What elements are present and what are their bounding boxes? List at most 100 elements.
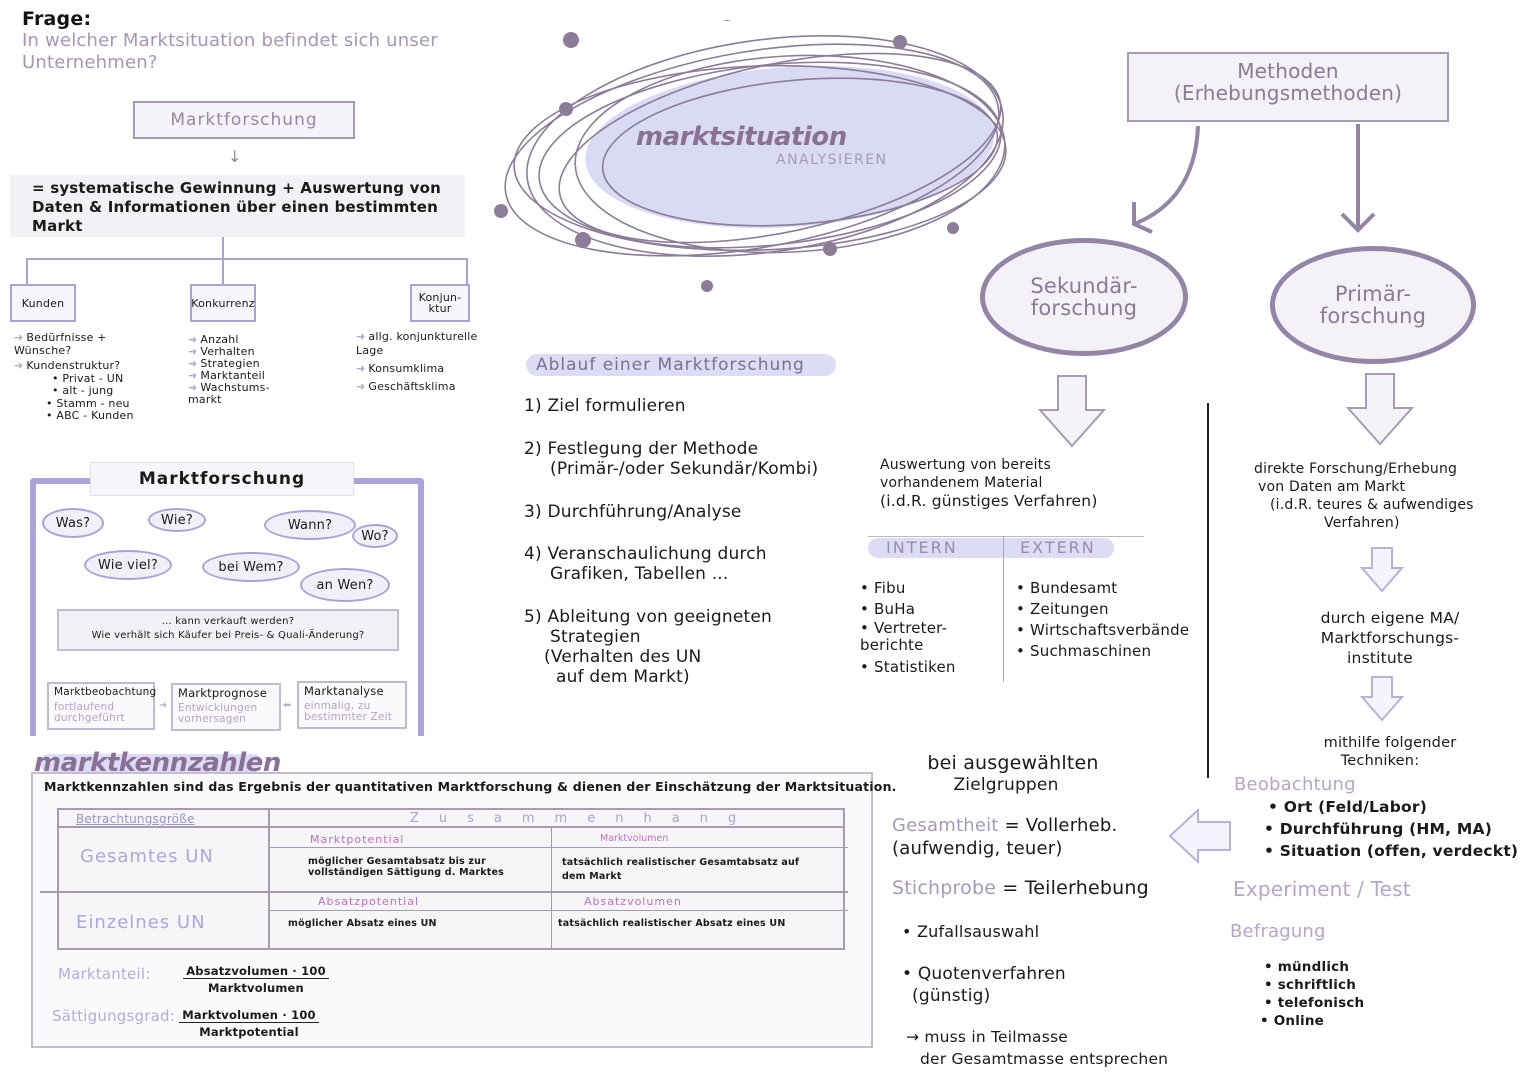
question-bubble: bei Wem? (202, 552, 300, 582)
arrow-right-icon: ➜ (159, 700, 168, 711)
intern-list: • Fibu • BuHa • Vertreter-berichte • Sta… (860, 578, 980, 678)
block-arrow-down-icon (1360, 547, 1404, 593)
vertical-divider (1207, 403, 1209, 778)
befragung-heading: Befragung (1230, 921, 1326, 942)
list-item: • alt - jung (52, 384, 114, 397)
table-line (268, 808, 270, 950)
marktforschung-definition: = systematische Gewinnung + Auswertung v… (10, 175, 465, 237)
cell-title: Absatzvolumen (584, 895, 682, 908)
table-header-right: Zusammenhang (410, 811, 757, 826)
sekundaer-description: Auswertung von bereits vorhandenem Mater… (880, 457, 1098, 510)
stichprobe-block: Stichprobe = Teilerhebung (892, 877, 1149, 899)
beobachtung-list: • Ort (Feld/Labor) • Durchführung (HM, M… (1264, 796, 1518, 862)
question-bubble: Wo? (352, 524, 398, 548)
branch-konjunktur: Konjun-ktur (410, 284, 470, 322)
marktsituation-subtitle: ANALYSIEREN (776, 152, 888, 168)
arrow-right-icon: ➜ (188, 369, 198, 382)
primaer-description: direkte Forschung/Erhebung von Daten am … (1254, 461, 1474, 531)
block-arrow-down-icon (1360, 676, 1404, 722)
list-item: • BuHa (860, 600, 916, 618)
table-line (270, 910, 848, 911)
orbit-dot (893, 35, 907, 49)
experiment-heading: Experiment / Test (1233, 877, 1411, 901)
list-item: • Durchführung (HM, MA) (1264, 820, 1492, 838)
highlight-ellipse (585, 65, 995, 229)
list-item: ➜Kundenstruktur? (14, 359, 121, 372)
table-cell: möglicher Gesamtabsatz bis zur vollständ… (308, 856, 505, 878)
arrow-right-icon: ➜ (356, 330, 366, 343)
tree-connector (26, 258, 468, 260)
list-item: ➜Anzahl (188, 333, 239, 346)
orbit-ring (504, 43, 1000, 257)
stichprobe-label: Stichprobe (892, 877, 997, 899)
fragen-title: Marktforschung (90, 462, 354, 496)
question-bubble: an Wen? (300, 568, 390, 602)
arrow-right-icon: ➜ (356, 362, 366, 375)
list-item: ➜Wachstums-markt (188, 381, 270, 406)
orbit-dot (947, 222, 959, 234)
branch-kunden: Kunden (10, 284, 76, 322)
ablauf-step: 5) Ableitung von geeigneten Strategien (… (524, 607, 772, 687)
befragung-list: • mündlich • schriftlich • telefonisch •… (1260, 958, 1364, 1030)
list-item: • Privat - UN (52, 371, 124, 385)
list-item: ➜Strategien (188, 357, 260, 370)
arrow-right-icon: ➜ (188, 357, 198, 370)
row-label-gesamtes-un: Gesamtes UN (80, 846, 214, 867)
list-item: • Quotenverfahren (günstig) (902, 964, 1066, 1006)
list-item: • ABC - Kunden (46, 409, 134, 422)
intern-label: INTERN (886, 538, 958, 557)
tree-connector (222, 258, 224, 284)
question-text: In welcher Marktsituation befindet sich … (22, 30, 438, 73)
list-item: • Suchmaschinen (1016, 642, 1152, 660)
intern-extern-highlight (868, 538, 1114, 558)
kennzahlen-title: marktkennzahlen (34, 748, 281, 778)
fragen-note: ... kann verkauft werden? Wie verhält si… (57, 609, 399, 651)
ablauf-title: Ablauf einer Marktforschung (526, 354, 836, 376)
fraction-line (179, 1022, 319, 1023)
arrow-right-icon: ➜ (356, 380, 366, 393)
tree-connector (222, 237, 224, 259)
list-item: ➜allg. konjunkturelle Lage (356, 330, 478, 357)
beobachtung-heading: Beobachtung (1234, 774, 1356, 795)
row-label-einzelnes-un: Einzelnes UN (76, 912, 206, 933)
tree-connector (466, 258, 468, 284)
list-item: ➜Marktanteil (188, 369, 265, 382)
list-item: • Statistiken (860, 658, 956, 676)
table-cell: tatsächlich realistischer Gesamtabsatz a… (562, 857, 800, 882)
question-bubble: Was? (42, 508, 104, 538)
orbit-dot (575, 232, 591, 248)
list-item: • Stamm - neu (46, 396, 130, 410)
orbit-ring (526, 35, 1004, 257)
ablauf-step: 4) Veranschaulichung durch Grafiken, Tab… (524, 544, 767, 584)
table-cell: tatsächlich realistischer Absatz eines U… (558, 918, 786, 929)
formula-label: Sättigungsgrad: (52, 1007, 175, 1025)
cell-title: Marktvolumen (600, 833, 669, 844)
konjunktur-list: ➜allg. konjunkturelle Lage ➜Konsumklima … (356, 330, 484, 394)
formula-marktanteil: Absatzvolumen · 100 Marktvolumen (183, 964, 329, 995)
konkurrenz-list: ➜Anzahl ➜Verhalten ➜Strategien ➜Marktant… (188, 334, 298, 406)
question-bubble: Wie? (148, 508, 206, 532)
marktforschung-title-box: Marktforschung (133, 101, 355, 139)
list-item: • schriftlich (1264, 977, 1357, 993)
kennzahlen-table (57, 808, 845, 950)
table-line (40, 891, 848, 893)
zielgruppen-heading: bei ausgewählten Zielgruppen (927, 752, 1099, 795)
arrow-right-icon: ➜ (188, 345, 198, 358)
list-item: • Bundesamt (1016, 579, 1118, 597)
methoden-arrows (1132, 124, 1376, 234)
branch-konkurrenz: Konkurrenz (190, 284, 256, 322)
cell-title: Absatzpotential (318, 895, 419, 908)
table-cell: möglicher Absatz eines UN (288, 918, 437, 929)
tree-connector (26, 258, 28, 284)
list-item: • Fibu (860, 579, 906, 597)
primaerforschung-oval: Primär- forschung (1270, 246, 1476, 364)
curved-arrow-line (1133, 125, 1200, 226)
orbit-ring (601, 77, 999, 227)
sekundaerforschung-oval: Sekundär- forschung (980, 238, 1188, 356)
list-item: • Zufallsauswahl (902, 922, 1040, 941)
table-line (551, 828, 552, 950)
ablauf-step: 1) Ziel formulieren (524, 396, 686, 416)
block-arrow-down-icon (1345, 373, 1415, 446)
step-marktprognose: Marktprognose Entwicklungen vorhersagen (171, 683, 281, 731)
gesamtheit-label: Gesamtheit (892, 815, 999, 836)
